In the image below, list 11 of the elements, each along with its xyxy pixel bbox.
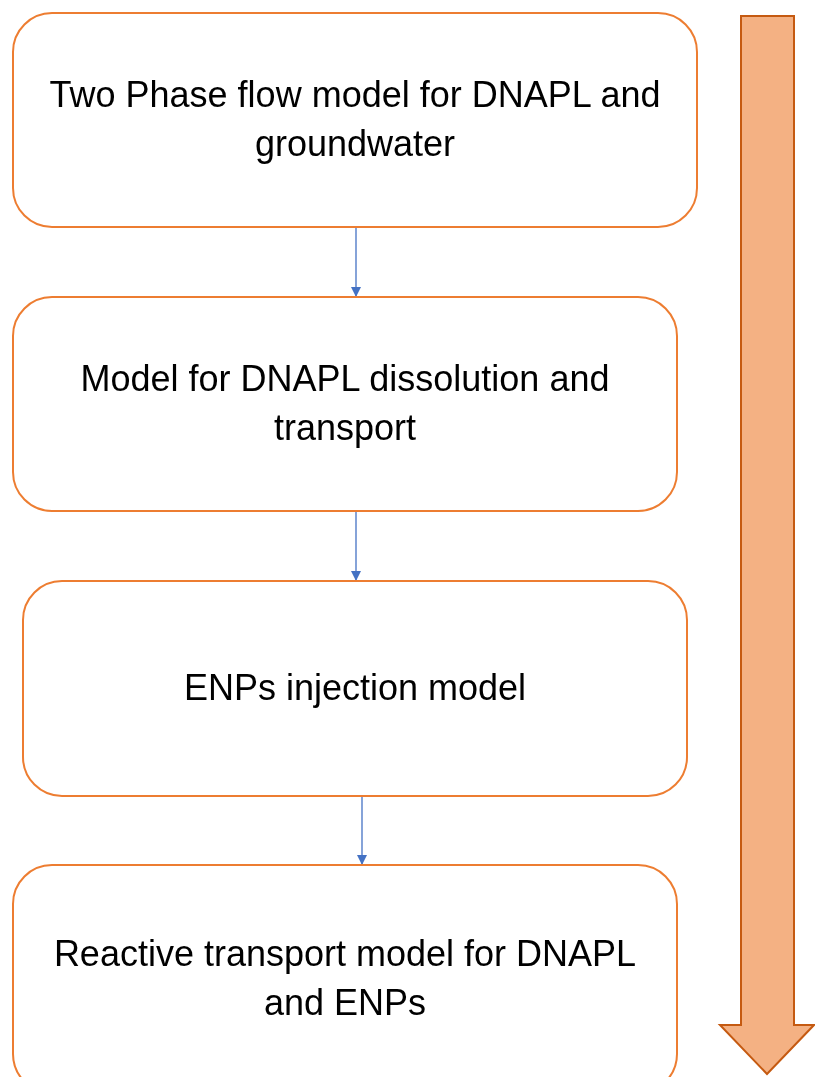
process-box xyxy=(12,864,678,1077)
box-label: ENPs injection model xyxy=(183,666,527,711)
arrow xyxy=(351,511,361,581)
process-box xyxy=(12,296,678,512)
box-label: Reactive transport model for DNAPL and ENPs xyxy=(52,932,638,1025)
box-label: Model for DNAPL dissolution and transport xyxy=(79,357,611,450)
arrow xyxy=(351,227,361,297)
box-label: Two Phase flow model for DNAPL and groundwater xyxy=(48,73,662,166)
process-box xyxy=(22,580,688,797)
arrow xyxy=(357,796,367,865)
process-box xyxy=(12,12,698,228)
